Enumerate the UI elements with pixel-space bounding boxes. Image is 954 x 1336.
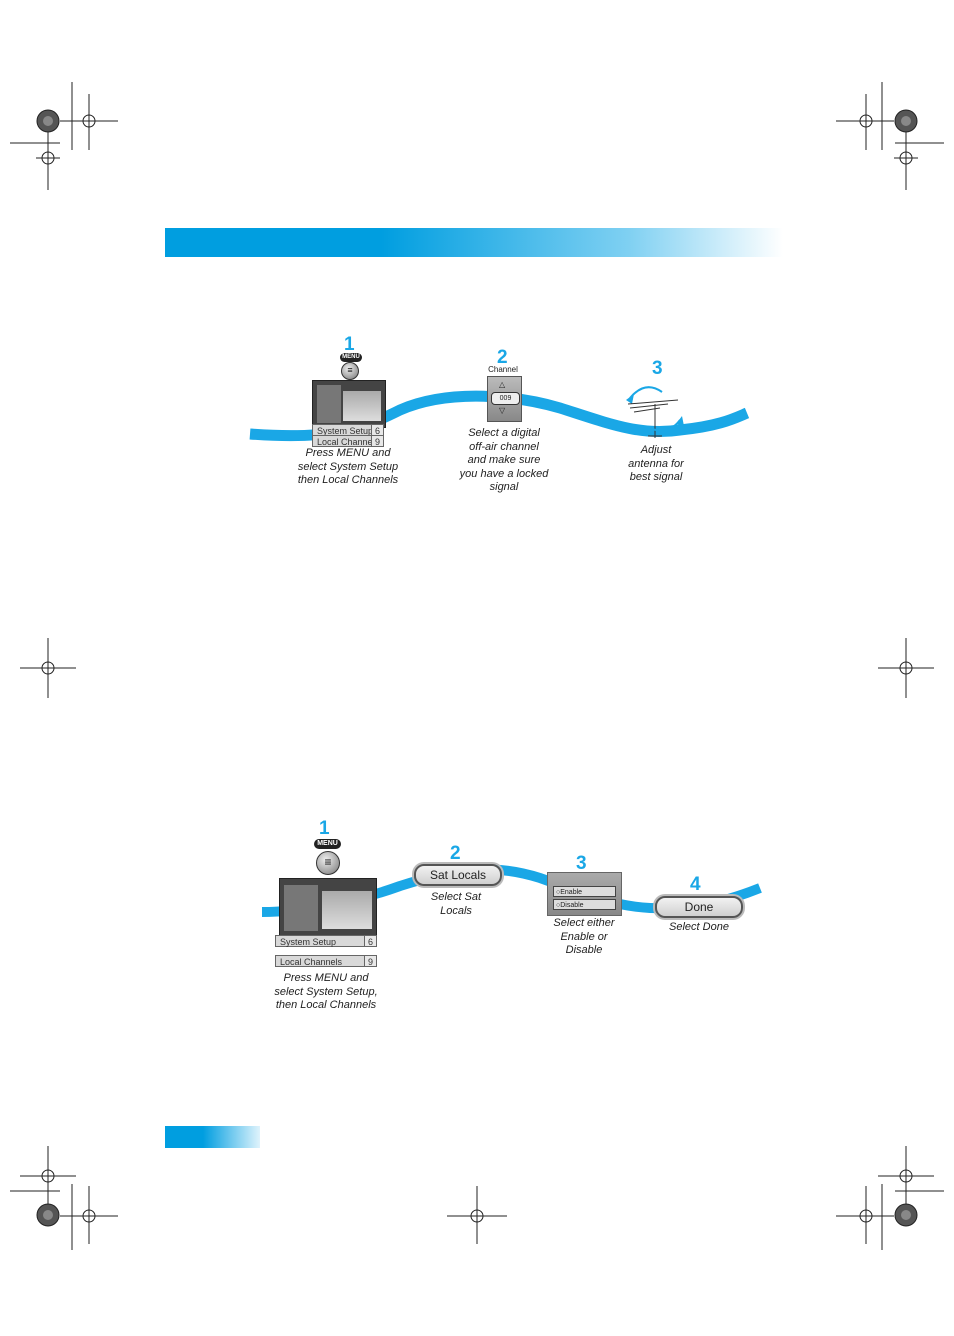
- step2-caption: Select Sat Locals: [430, 891, 482, 917]
- menu-button-icon[interactable]: ≡: [341, 362, 359, 380]
- step-number: 3: [652, 358, 663, 379]
- sat-locals-button[interactable]: Sat Locals: [414, 864, 502, 886]
- bar-label: Local Channels: [317, 437, 380, 447]
- step-number: 4: [690, 874, 701, 895]
- step4-caption: Select Done: [669, 921, 729, 933]
- footer-tab: [165, 1126, 260, 1148]
- step-number: 2: [497, 347, 508, 368]
- step-number: 1: [344, 334, 355, 355]
- menu-button-icon[interactable]: ≡: [316, 851, 340, 875]
- bar-label: System Setup: [317, 426, 374, 436]
- menu-tag: MENU: [340, 353, 362, 362]
- header-bar: [165, 228, 783, 257]
- channel-up-icon[interactable]: △: [499, 380, 506, 389]
- menu-tag: MENU: [314, 839, 341, 849]
- bar-number: 9: [364, 956, 376, 967]
- channel-label: Channel: [488, 365, 518, 374]
- step1-caption: Press MENU and select System Setup, then…: [274, 972, 378, 1011]
- step-number: 1: [319, 818, 330, 839]
- bar-number: 9: [371, 436, 383, 447]
- system-setup-bar[interactable]: System Setup 6: [275, 935, 377, 947]
- tv-menu-screen: [279, 878, 377, 936]
- step3-caption: Select either Enable or Disable: [553, 917, 615, 956]
- channel-value: 009: [491, 392, 520, 405]
- local-channels-bar[interactable]: Local Channels 9: [275, 955, 377, 967]
- step-number: 2: [450, 843, 461, 864]
- bar-label: Local Channels: [280, 957, 343, 967]
- channel-down-icon[interactable]: ▽: [499, 406, 506, 415]
- step3-caption: Adjust antenna for best signal: [628, 444, 684, 483]
- tv-menu-screen: [312, 380, 386, 428]
- radio-icon: ○: [556, 889, 561, 896]
- antenna-icon: [626, 386, 684, 438]
- step2-caption: Select a digital off-air channel and mak…: [459, 427, 549, 493]
- done-button[interactable]: Done: [655, 896, 743, 918]
- enable-disable-panel: ○Enable ○Disable: [547, 872, 622, 916]
- channel-remote[interactable]: △ 009 ▽: [487, 376, 522, 422]
- bar-number: 6: [364, 936, 376, 947]
- option-enable[interactable]: ○Enable: [553, 886, 616, 897]
- radio-icon: ○: [556, 902, 561, 909]
- bar-label: System Setup: [280, 937, 337, 947]
- bar-number: 6: [371, 425, 383, 436]
- option-disable[interactable]: ○Disable: [553, 899, 616, 910]
- step1-caption: Press MENU and select System Setup then …: [297, 447, 399, 486]
- step-number: 3: [576, 853, 587, 874]
- local-channels-bar[interactable]: Local Channels 9: [312, 435, 384, 447]
